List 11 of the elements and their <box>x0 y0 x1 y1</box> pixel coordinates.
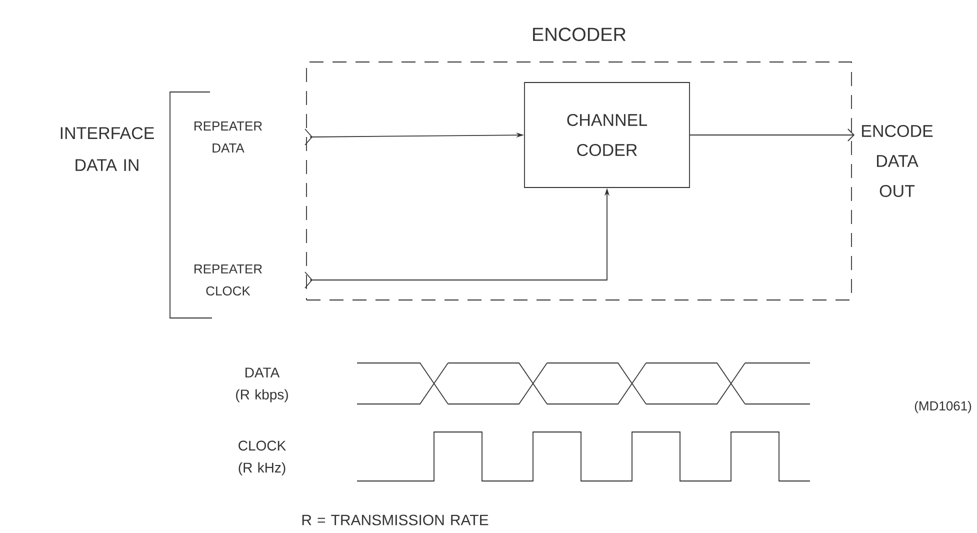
heading: ENCODER <box>533 28 626 42</box>
label: CLOCK (R kHz) <box>238 440 286 476</box>
label: (MD1061) <box>914 400 972 414</box>
port-label: REPEATER DATA <box>194 122 262 152</box>
process-box: CHANNEL CODER <box>524 82 690 188</box>
arrow <box>690 128 855 142</box>
label: INTERFACE DATA IN <box>60 127 154 171</box>
label: DATA (R kbps) <box>236 368 288 402</box>
label: R = TRANSMISSION RATE <box>302 514 488 526</box>
port-label: ENCODE DATA OUT <box>862 124 933 198</box>
port-label: REPEATER CLOCK <box>194 264 262 296</box>
